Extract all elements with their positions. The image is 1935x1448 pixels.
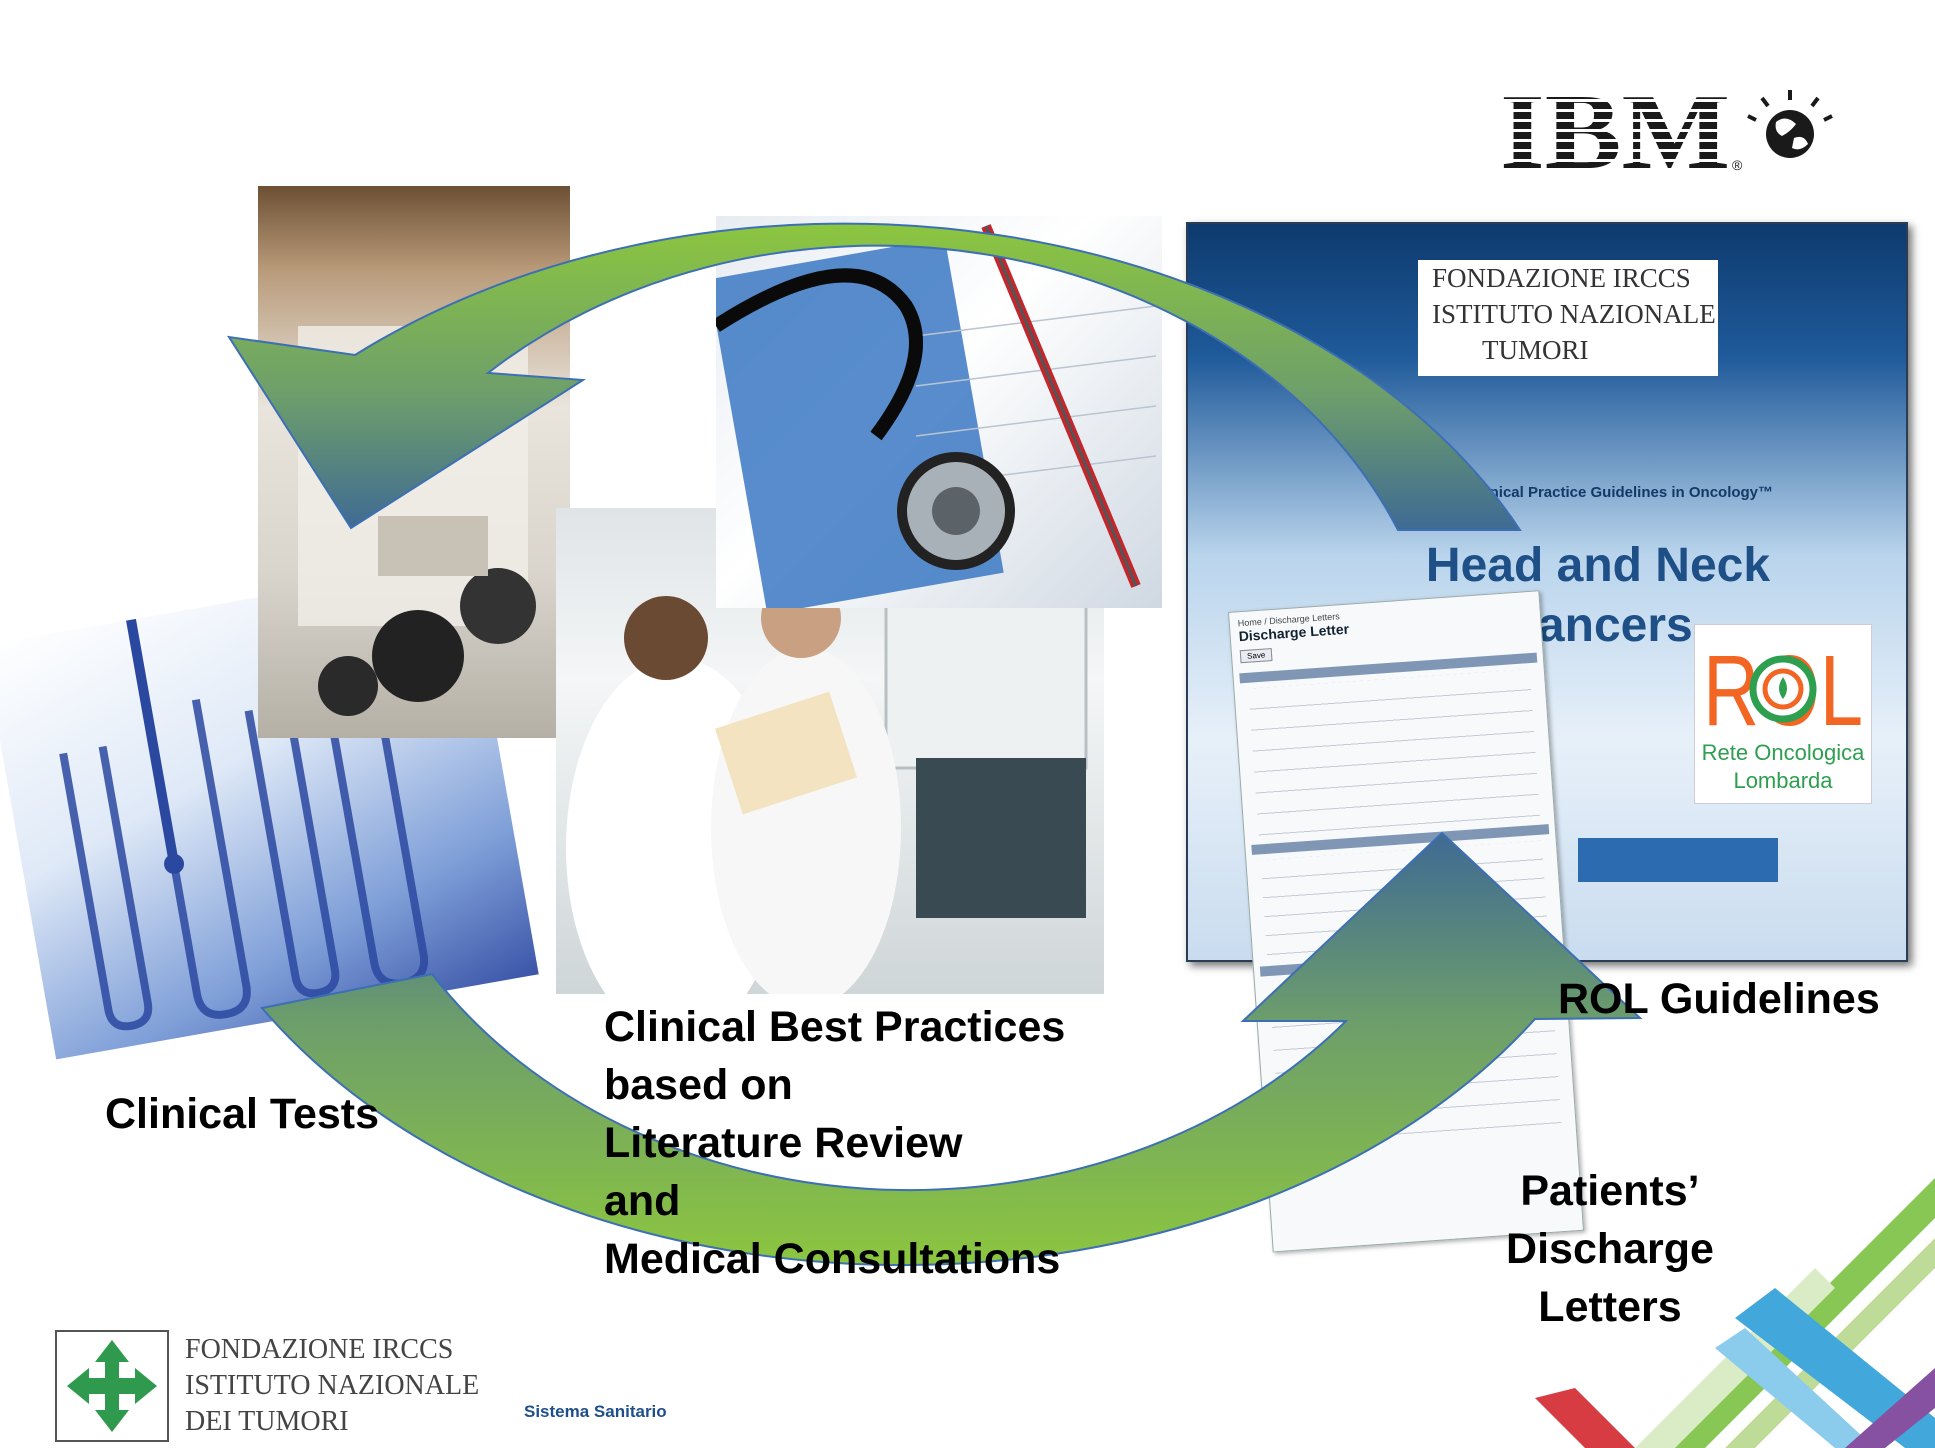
smarter-planet-icon [1747,90,1833,158]
ibm-registered-mark: ® [1732,157,1743,173]
top-cycle-arrow [226,222,1522,531]
stethoscope-photo [716,216,1162,608]
decorative-stripes [1535,1178,1935,1448]
best-practices-line: Clinical Best Practices [604,1003,1066,1051]
discharge-letters-label: Patients’ Discharge Letters [1440,1162,1860,1336]
rol-name: Rete Oncologica Lombarda [1695,739,1871,795]
guideline-header-line: FONDAZIONE IRCCS [1432,263,1691,293]
discharge-label-line: Discharge Letters [1506,1225,1714,1331]
clinical-tests-label: Clinical Tests [105,1090,380,1138]
institute-name: FONDAZIONE IRCCS ISTITUTO NAZIONALE DEI … [185,1332,479,1440]
institute-cross-icon [67,1340,157,1432]
doctors-photo [556,508,1104,994]
guideline-title-line: Head and Neck [1425,539,1771,592]
bottom-cycle-arrow [260,831,1643,1267]
guideline-header-line: TUMORI [1482,335,1589,365]
rol-name-line: Lombarda [1733,768,1833,793]
best-practices-line: Medical Consultations [604,1235,1061,1283]
best-practices-line: and [604,1177,681,1225]
institute-name-line: DEI TUMORI [185,1406,349,1437]
institute-name-line: ISTITUTO NAZIONALE [185,1370,480,1401]
sistema-sanitario-text: Sistema Sanitario [524,1402,667,1421]
institute-name-line: FONDAZIONE IRCCS [185,1334,454,1365]
rol-logo: ROL Rete Oncologica Lombarda [1694,624,1872,804]
best-practices-line: Literature Review [604,1119,963,1167]
guideline-header-line: ISTITUTO NAZIONALE [1432,299,1716,329]
ibm-logo: IBM ® [1500,73,1840,192]
guideline-blue-strip [1578,838,1778,882]
discharge-label-line: Patients’ [1520,1167,1700,1215]
rol-guidelines-label: ROL Guidelines [1558,975,1880,1023]
institute-logo [55,1330,169,1442]
best-practices-label: Clinical Best Practices based on Literat… [604,998,1065,1288]
guideline-series: NCCN Clinical Practice Guidelines in Onc… [1422,484,1774,501]
best-practices-line: based on [604,1061,793,1109]
ibm-wordmark: IBM [1500,82,1730,182]
guideline-header-box: FONDAZIONE IRCCS ISTITUTO NAZIONALE TUMO… [1418,260,1718,376]
rol-name-line: Rete Oncologica [1701,740,1865,765]
